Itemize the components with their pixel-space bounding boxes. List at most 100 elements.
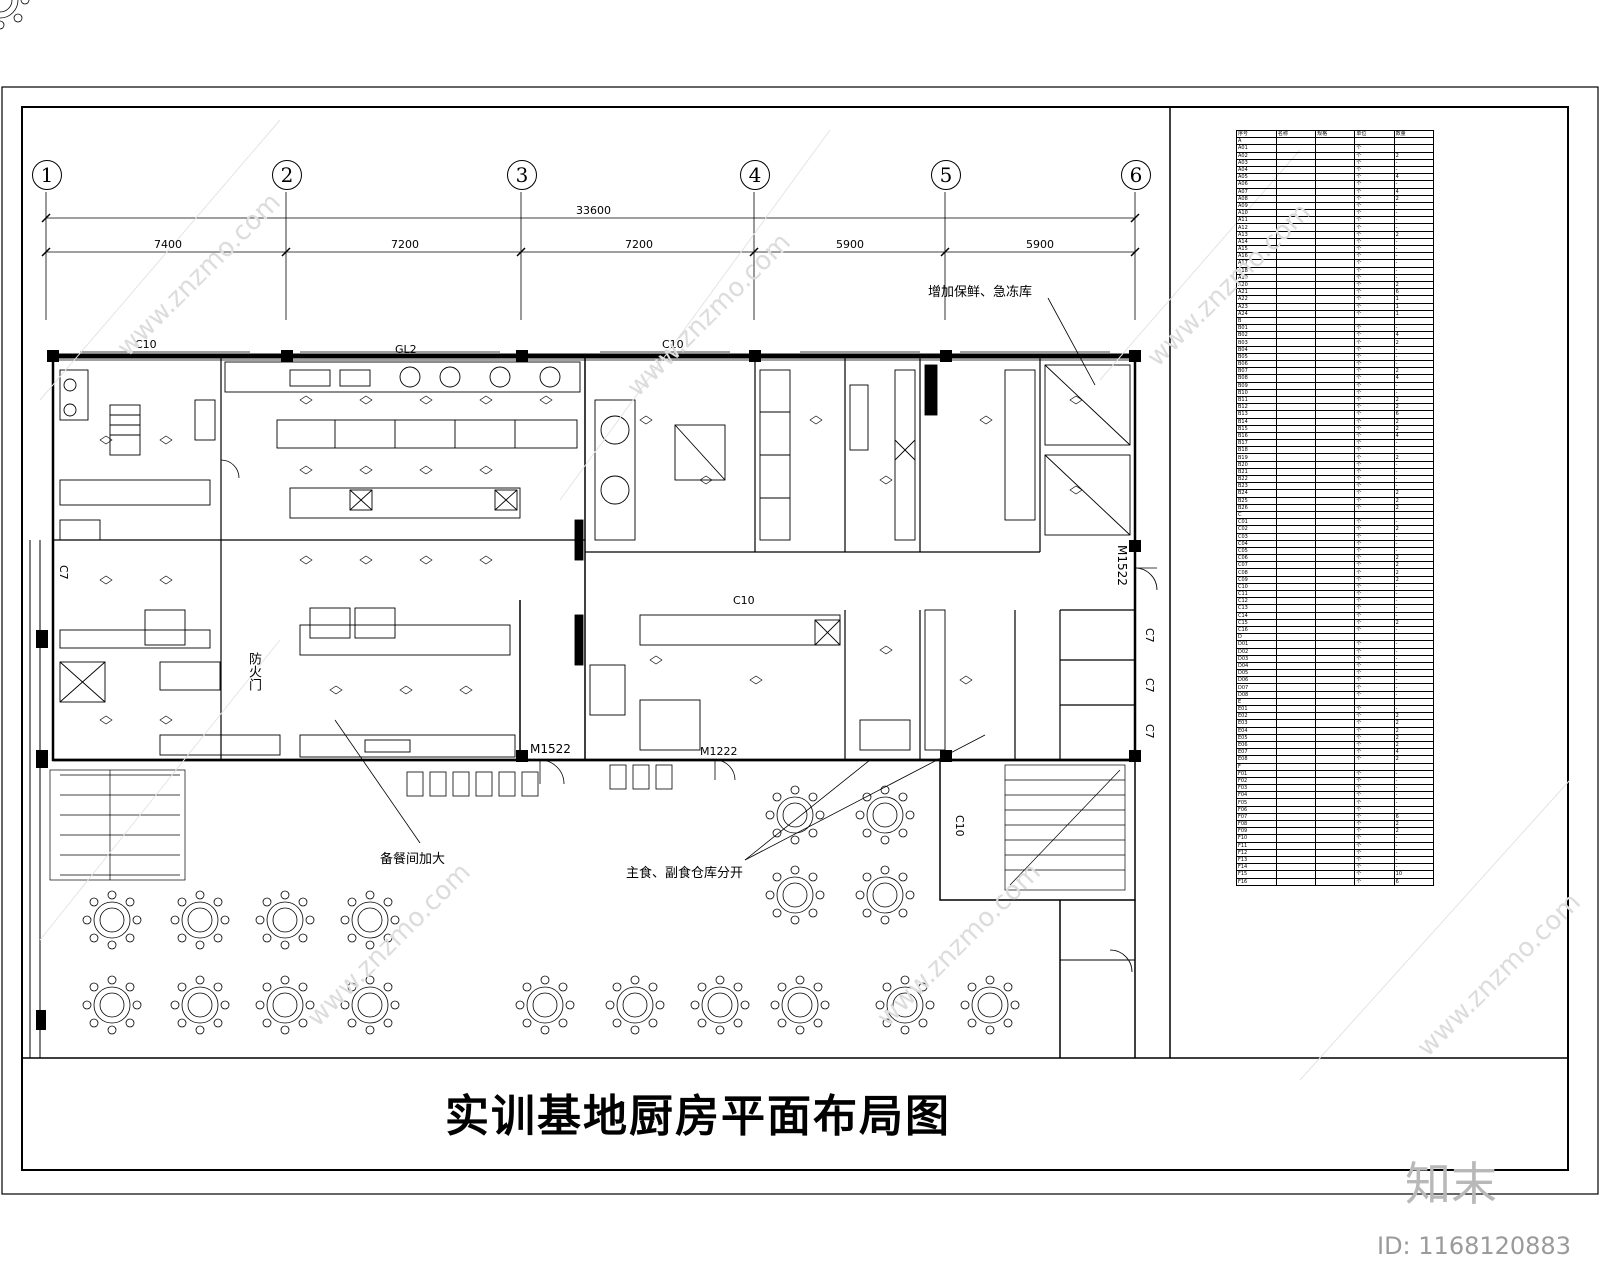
equipment-cell: 2: [1393, 424, 1435, 433]
equipment-cell: 个: [1354, 776, 1395, 786]
equipment-cell: [1315, 604, 1356, 613]
equipment-cell: [1315, 762, 1356, 771]
equipment-cell: -: [1393, 381, 1435, 390]
equipment-cell: -: [1393, 359, 1435, 369]
equipment-cell: -: [1393, 704, 1435, 714]
equipment-cell: [1315, 877, 1356, 886]
equipment-cell: 个: [1354, 769, 1395, 778]
equipment-cell: 个: [1354, 755, 1395, 764]
equipment-cell: [1275, 568, 1317, 577]
equipment-cell: [1315, 726, 1356, 735]
equipment-row: A: [1236, 137, 1435, 146]
equipment-cell: -: [1393, 460, 1435, 469]
equipment-cell: [1275, 374, 1317, 383]
equipment-cell: [1275, 575, 1317, 584]
equipment-cell: -: [1393, 834, 1435, 843]
equipment-cell: -: [1393, 640, 1435, 649]
equipment-cell: [1315, 259, 1356, 268]
equipment-cell: 个: [1354, 194, 1395, 203]
equipment-cell: 1: [1393, 295, 1435, 304]
equipment-cell: -: [1393, 611, 1435, 620]
equipment-cell: A22: [1236, 295, 1277, 304]
equipment-cell: D01: [1236, 640, 1277, 649]
equipment-cell: [1315, 431, 1356, 441]
equipment-cell: 个: [1354, 352, 1395, 362]
equipment-cell: 个: [1354, 173, 1395, 182]
equipment-cell: [1315, 345, 1356, 354]
equipment-cell: C05: [1236, 546, 1277, 556]
bay-dimension-5: 5900: [1026, 238, 1054, 251]
equipment-cell: [1315, 173, 1356, 182]
equipment-cell: [1275, 669, 1317, 678]
door-label-m1222: M1222: [700, 745, 738, 758]
bay-dimension-1: 7400: [154, 238, 182, 251]
equipment-cell: F14: [1236, 863, 1277, 872]
equipment-cell: [1275, 719, 1317, 728]
ceiling-lights: [99, 395, 1083, 725]
equipment-cell: C01: [1236, 518, 1277, 527]
equipment-cell: [1275, 137, 1317, 146]
equipment-cell: [1315, 474, 1356, 484]
equipment-cell: C02: [1236, 525, 1277, 534]
equipment-cell: [1275, 589, 1317, 599]
equipment-row: D: [1236, 633, 1435, 642]
equipment-cell: [1275, 798, 1317, 807]
equipment-cell: 2: [1393, 568, 1435, 577]
equipment-cell: 个: [1354, 575, 1395, 584]
equipment-cell: [1315, 288, 1356, 297]
kitchen-equipment: [59, 361, 1131, 758]
equipment-cell: C09: [1236, 575, 1277, 584]
equipment-cell: 4: [1393, 431, 1435, 441]
equipment-cell: [1275, 554, 1317, 563]
equipment-cell: 个: [1354, 805, 1395, 814]
equipment-cell: -: [1393, 848, 1435, 857]
equipment-cell: -: [1393, 769, 1435, 778]
equipment-cell: [1315, 273, 1356, 282]
equipment-cell: [1275, 618, 1317, 627]
equipment-cell: [1315, 496, 1356, 505]
equipment-cell: E06: [1236, 740, 1277, 750]
equipment-cell: 个: [1354, 518, 1395, 527]
equipment-cell: [1315, 446, 1356, 455]
equipment-cell: E05: [1236, 733, 1277, 742]
equipment-cell: -: [1393, 589, 1435, 599]
equipment-cell: 个: [1354, 669, 1395, 678]
equipment-cell: [1275, 625, 1317, 635]
equipment-cell: C10: [1236, 582, 1277, 592]
equipment-cell: [1275, 482, 1317, 491]
equipment-cell: [1275, 489, 1317, 498]
equipment-cell: [1275, 338, 1317, 347]
equipment-cell: [1315, 834, 1356, 843]
equipment-cell: F15: [1236, 870, 1277, 879]
equipment-cell: B07: [1236, 367, 1277, 376]
equipment-cell: -: [1393, 647, 1435, 656]
equipment-cell: E: [1236, 697, 1277, 707]
fire-door-label: 防火门: [246, 652, 261, 691]
equipment-cell: [1275, 187, 1317, 196]
equipment-cell: B21: [1236, 467, 1277, 477]
equipment-cell: 个: [1354, 733, 1395, 742]
equipment-cell: [1315, 690, 1356, 699]
equipment-cell: A07: [1236, 187, 1277, 196]
equipment-cell: [1315, 740, 1356, 750]
equipment-cell: [1315, 209, 1356, 218]
equipment-cell: -: [1393, 669, 1435, 678]
equipment-cell: 4: [1393, 173, 1435, 182]
equipment-cell: -: [1393, 776, 1435, 786]
equipment-cell: C07: [1236, 561, 1277, 570]
equipment-cell: 个: [1354, 230, 1395, 239]
equipment-cell: [1275, 733, 1317, 742]
